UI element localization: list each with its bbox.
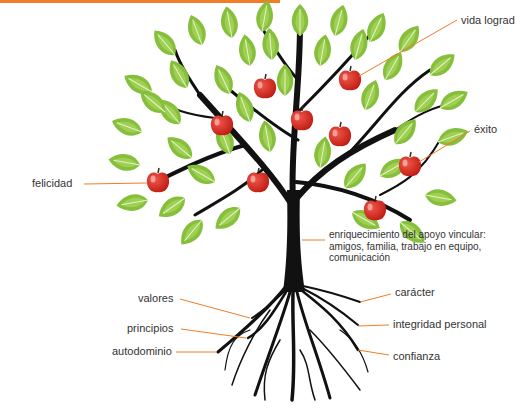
leaf bbox=[109, 113, 145, 139]
leaf bbox=[218, 5, 240, 39]
leaf bbox=[261, 27, 280, 60]
leaf bbox=[183, 12, 209, 48]
apples bbox=[147, 66, 421, 220]
leader-line bbox=[181, 329, 246, 338]
root bbox=[218, 285, 287, 352]
roots bbox=[218, 285, 368, 400]
leader-line bbox=[84, 183, 147, 184]
leaf bbox=[164, 56, 194, 92]
leaf bbox=[148, 25, 181, 60]
leaf bbox=[425, 48, 460, 81]
leaf bbox=[292, 4, 309, 36]
branch bbox=[260, 25, 298, 80]
leaf bbox=[231, 89, 257, 125]
root bbox=[292, 292, 294, 400]
leaves bbox=[107, 0, 472, 250]
root bbox=[232, 310, 270, 385]
leaf bbox=[409, 84, 443, 118]
apple bbox=[247, 168, 269, 192]
callout-label: felicidad bbox=[32, 177, 72, 190]
leaf bbox=[436, 85, 472, 115]
leader-line bbox=[419, 131, 470, 162]
root bbox=[264, 340, 280, 400]
leaf bbox=[115, 192, 149, 214]
root bbox=[255, 292, 290, 395]
leaf bbox=[339, 158, 372, 193]
leaf bbox=[209, 62, 237, 98]
root bbox=[303, 286, 360, 302]
leaf bbox=[435, 123, 471, 149]
callout-label: integridad personal bbox=[393, 318, 487, 331]
callout-label: valores bbox=[138, 292, 173, 305]
callout-label: autodominio bbox=[112, 345, 172, 358]
leaf bbox=[162, 131, 197, 164]
leaf bbox=[347, 27, 371, 62]
leader-line bbox=[358, 325, 389, 326]
leaf bbox=[154, 191, 190, 223]
trunk-label: enriquecimiento del apoyo vincular: amig… bbox=[329, 229, 521, 264]
apple bbox=[254, 74, 276, 98]
apple bbox=[147, 168, 169, 192]
root bbox=[300, 350, 315, 400]
callout-label: confianza bbox=[393, 350, 440, 363]
leader-line bbox=[359, 20, 457, 76]
leaf bbox=[254, 0, 276, 33]
header-bar bbox=[0, 0, 280, 3]
leader-lines bbox=[84, 20, 470, 355]
leaf bbox=[210, 202, 245, 235]
leaf bbox=[107, 151, 141, 173]
leaf bbox=[389, 114, 422, 149]
apple bbox=[399, 152, 421, 176]
leaf bbox=[256, 119, 278, 153]
leaf bbox=[327, 3, 351, 38]
apple bbox=[291, 106, 313, 130]
apple bbox=[339, 66, 361, 90]
leader-line bbox=[180, 299, 250, 318]
callout-label: principios bbox=[127, 322, 173, 335]
leaf bbox=[236, 33, 258, 67]
leader-line bbox=[302, 240, 325, 241]
callout-label: vida lograd bbox=[461, 14, 515, 27]
apple bbox=[329, 122, 351, 146]
apple bbox=[211, 111, 233, 135]
leaf bbox=[424, 187, 458, 209]
callout-label: carácter bbox=[395, 286, 435, 299]
leaf bbox=[312, 33, 334, 67]
leaf bbox=[393, 21, 425, 57]
root bbox=[297, 292, 330, 398]
trunk bbox=[283, 190, 305, 292]
leaf bbox=[357, 77, 383, 113]
root bbox=[310, 330, 360, 390]
leaf bbox=[135, 85, 170, 118]
leader-line bbox=[358, 350, 389, 355]
leaf bbox=[378, 48, 408, 84]
callout-label: éxito bbox=[474, 123, 497, 136]
leaf bbox=[277, 64, 294, 96]
apple bbox=[364, 196, 386, 220]
leaf bbox=[175, 215, 208, 250]
leader-line bbox=[176, 352, 217, 353]
leaf bbox=[183, 159, 219, 189]
leader-line bbox=[360, 294, 391, 302]
